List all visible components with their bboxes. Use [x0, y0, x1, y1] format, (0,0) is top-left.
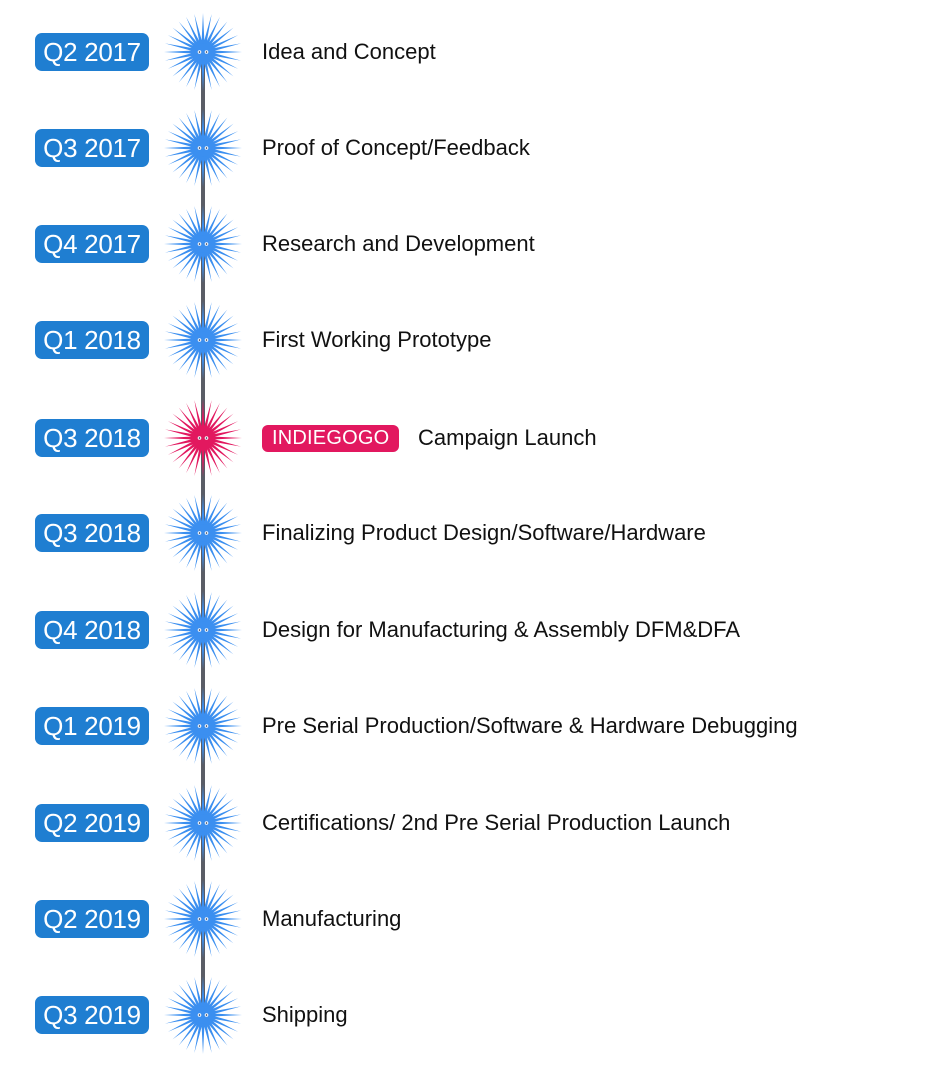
milestone-label: Manufacturing [262, 906, 402, 931]
milestone-label: Campaign Launch [418, 425, 597, 450]
milestone-label: Certifications/ 2nd Pre Serial Productio… [262, 810, 731, 835]
spiky-star-icon [163, 300, 243, 380]
date-badge: Q2 2019 [35, 900, 149, 938]
milestone-label: Shipping [262, 1002, 348, 1027]
milestone-label: Pre Serial Production/Software & Hardwar… [262, 713, 798, 738]
date-badge: Q2 2019 [35, 804, 149, 842]
date-badge: Q1 2019 [35, 707, 149, 745]
date-badge: Q1 2018 [35, 321, 149, 359]
milestone-label: Design for Manufacturing & Assembly DFM&… [262, 617, 741, 642]
timeline-row: Q4 2017 Research and Development [0, 204, 931, 284]
timeline-row: Q1 2019 Pre Serial Production/Software & … [0, 686, 931, 766]
spiky-star-icon [163, 686, 243, 766]
date-badge: Q4 2018 [35, 611, 149, 649]
spiky-star-icon [163, 12, 243, 92]
spiky-star-icon [163, 783, 243, 863]
milestone-label: Research and Development [262, 231, 535, 256]
timeline-row: Q4 2018 Design for Manufacturing & Assemb… [0, 590, 931, 670]
timeline-row: Q2 2019 Certifications/ 2nd Pre Serial Pr… [0, 783, 931, 863]
timeline-row: Q3 2018 INDIEGOGO Campaign Launch [0, 398, 931, 478]
spiky-star-icon [163, 493, 243, 573]
spiky-star-icon [163, 108, 243, 188]
date-badge: Q2 2017 [35, 33, 149, 71]
milestone-label: Finalizing Product Design/Software/Hardw… [262, 520, 706, 545]
spiky-star-icon [163, 204, 243, 284]
indiegogo-badge: INDIEGOGO [262, 425, 400, 452]
timeline-row: Q1 2018 First Working Prototype [0, 300, 931, 380]
date-badge: Q3 2018 [35, 514, 149, 552]
spiky-star-icon [163, 590, 243, 670]
date-badge: Q3 2017 [35, 129, 149, 167]
spiky-star-icon [163, 879, 243, 959]
date-badge: Q4 2017 [35, 225, 149, 263]
timeline-row: Q2 2019 Manufacturing [0, 879, 931, 959]
timeline-row: Q3 2018 Finalizing Product Design/Softwar… [0, 493, 931, 573]
spiky-star-icon [163, 975, 243, 1055]
timeline-row: Q2 2017 Idea and Concept [0, 12, 931, 92]
timeline-row: Q3 2019 Shipping [0, 975, 931, 1055]
timeline-row: Q3 2017 Proof of Concept/Feedback [0, 108, 931, 188]
date-badge: Q3 2019 [35, 996, 149, 1034]
spiky-star-icon [163, 398, 243, 478]
milestone-label: First Working Prototype [262, 327, 492, 352]
milestone-label: Proof of Concept/Feedback [262, 135, 530, 160]
date-badge: Q3 2018 [35, 419, 149, 457]
milestone-label: Idea and Concept [262, 39, 436, 64]
